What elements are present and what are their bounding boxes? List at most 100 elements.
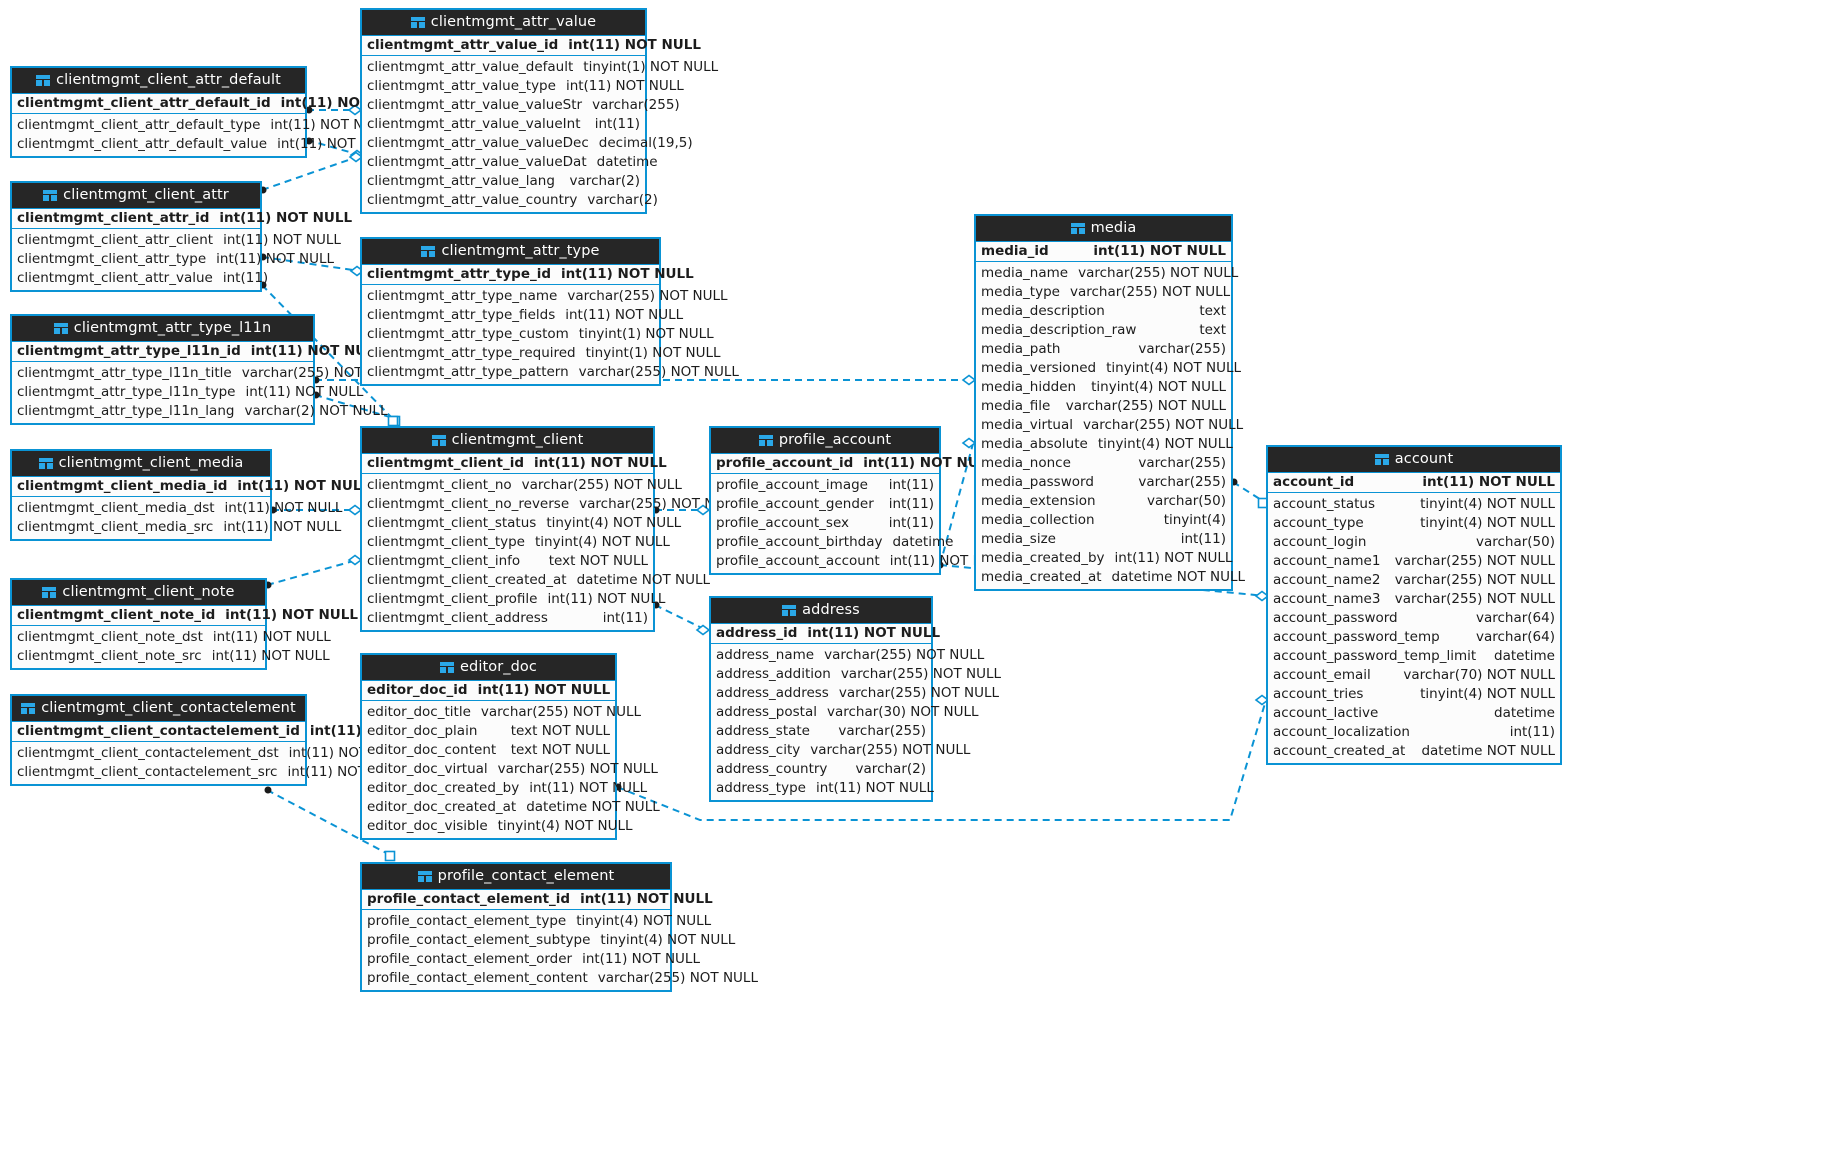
field-row[interactable]: media_absolutetinyint(4) NOT NULL	[976, 435, 1233, 454]
primary-key-row[interactable]: profile_contact_element_idint(11) NOT NU…	[362, 889, 713, 910]
field-row[interactable]: address_statevarchar(255)	[711, 722, 931, 741]
field-row[interactable]: profile_account_imageint(11)	[711, 476, 939, 495]
entity-table-clientmgmt_client[interactable]: clientmgmt_clientclientmgmt_client_idint…	[360, 426, 739, 632]
field-row[interactable]: clientmgmt_client_contactelement_srcint(…	[12, 763, 405, 782]
field-row[interactable]: clientmgmt_client_media_srcint(11) NOT N…	[12, 518, 341, 537]
field-row[interactable]: clientmgmt_client_attr_typeint(11) NOT N…	[12, 250, 334, 269]
entity-table-account[interactable]: accountaccount_idint(11) NOT NULLaccount…	[1266, 445, 1562, 765]
primary-key-row[interactable]: clientmgmt_attr_value_idint(11) NOT NULL	[362, 35, 701, 56]
entity-table-clientmgmt_client_media[interactable]: clientmgmt_client_mediaclientmgmt_client…	[10, 449, 370, 541]
entity-table-clientmgmt_attr_value[interactable]: clientmgmt_attr_valueclientmgmt_attr_val…	[360, 8, 718, 214]
field-row[interactable]: clientmgmt_attr_value_typeint(11) NOT NU…	[362, 77, 684, 96]
field-row[interactable]: profile_contact_element_contentvarchar(2…	[362, 969, 758, 988]
field-row[interactable]: account_typetinyint(4) NOT NULL	[1268, 514, 1560, 533]
field-row[interactable]: media_extensionvarchar(50)	[976, 492, 1231, 511]
field-row[interactable]: clientmgmt_attr_value_valueDecdecimal(19…	[362, 134, 693, 153]
field-row[interactable]: editor_doc_contenttext NOT NULL	[362, 741, 615, 760]
entity-table-profile_contact_element[interactable]: profile_contact_elementprofile_contact_e…	[360, 862, 758, 992]
field-row[interactable]: clientmgmt_client_typetinyint(4) NOT NUL…	[362, 533, 670, 552]
field-row[interactable]: clientmgmt_client_attr_default_typeint(1…	[12, 116, 388, 135]
entity-table-clientmgmt_client_note[interactable]: clientmgmt_client_noteclientmgmt_client_…	[10, 578, 358, 670]
field-row[interactable]: editor_doc_plaintext NOT NULL	[362, 722, 615, 741]
field-row[interactable]: media_sizeint(11)	[976, 530, 1231, 549]
field-row[interactable]: media_created_byint(11) NOT NULL	[976, 549, 1232, 568]
field-row[interactable]: editor_doc_titlevarchar(255) NOT NULL	[362, 703, 641, 722]
field-row[interactable]: media_noncevarchar(255)	[976, 454, 1231, 473]
field-row[interactable]: profile_contact_element_subtypetinyint(4…	[362, 931, 735, 950]
field-row[interactable]: media_typevarchar(255) NOT NULL	[976, 283, 1231, 302]
field-row[interactable]: clientmgmt_client_attr_clientint(11) NOT…	[12, 231, 341, 250]
primary-key-row[interactable]: clientmgmt_client_contactelement_idint(1…	[12, 721, 443, 742]
field-row[interactable]: media_collectiontinyint(4)	[976, 511, 1231, 530]
field-row[interactable]: address_addressvarchar(255) NOT NULL	[711, 684, 999, 703]
field-row[interactable]: clientmgmt_attr_value_valueIntint(11)	[362, 115, 645, 134]
primary-key-row[interactable]: clientmgmt_attr_type_l11n_idint(11) NOT …	[12, 341, 383, 362]
field-row[interactable]: clientmgmt_attr_value_defaulttinyint(1) …	[362, 58, 718, 77]
field-row[interactable]: account_passwordvarchar(64)	[1268, 609, 1560, 628]
field-row[interactable]: media_description_rawtext	[976, 321, 1231, 340]
entity-table-profile_account[interactable]: profile_accountprofile_account_idint(11)…	[709, 426, 1008, 575]
entity-table-address[interactable]: addressaddress_idint(11) NOT NULLaddress…	[709, 596, 1001, 802]
field-row[interactable]: account_loginvarchar(50)	[1268, 533, 1560, 552]
field-row[interactable]: clientmgmt_client_contactelement_dstint(…	[12, 744, 407, 763]
field-row[interactable]: editor_doc_virtualvarchar(255) NOT NULL	[362, 760, 658, 779]
field-row[interactable]: account_created_atdatetime NOT NULL	[1268, 742, 1560, 761]
field-row[interactable]: clientmgmt_attr_type_customtinyint(1) NO…	[362, 325, 714, 344]
primary-key-row[interactable]: clientmgmt_attr_type_idint(11) NOT NULL	[362, 264, 694, 285]
field-row[interactable]: media_descriptiontext	[976, 302, 1231, 321]
field-row[interactable]: clientmgmt_client_attr_default_valueint(…	[12, 135, 395, 154]
field-row[interactable]: clientmgmt_attr_value_langvarchar(2)	[362, 172, 645, 191]
field-row[interactable]: clientmgmt_client_novarchar(255) NOT NUL…	[362, 476, 682, 495]
primary-key-row[interactable]: editor_doc_idint(11) NOT NULL	[362, 680, 615, 701]
entity-table-editor_doc[interactable]: editor_doceditor_doc_idint(11) NOT NULLe…	[360, 653, 660, 840]
field-row[interactable]: address_namevarchar(255) NOT NULL	[711, 646, 984, 665]
field-row[interactable]: editor_doc_visibletinyint(4) NOT NULL	[362, 817, 633, 836]
field-row[interactable]: clientmgmt_attr_type_patternvarchar(255)…	[362, 363, 739, 382]
field-row[interactable]: address_typeint(11) NOT NULL	[711, 779, 934, 798]
primary-key-row[interactable]: clientmgmt_client_note_idint(11) NOT NUL…	[12, 605, 358, 626]
field-row[interactable]: address_countryvarchar(2)	[711, 760, 931, 779]
field-row[interactable]: media_namevarchar(255) NOT NULL	[976, 264, 1238, 283]
field-row[interactable]: media_pathvarchar(255)	[976, 340, 1231, 359]
field-row[interactable]: account_password_tempvarchar(64)	[1268, 628, 1560, 647]
field-row[interactable]: clientmgmt_client_note_srcint(11) NOT NU…	[12, 647, 330, 666]
entity-table-media[interactable]: mediamedia_idint(11) NOT NULLmedia_namev…	[974, 214, 1245, 591]
field-row[interactable]: account_triestinyint(4) NOT NULL	[1268, 685, 1560, 704]
field-row[interactable]: account_statustinyint(4) NOT NULL	[1268, 495, 1560, 514]
field-row[interactable]: media_versionedtinyint(4) NOT NULL	[976, 359, 1241, 378]
field-row[interactable]: media_passwordvarchar(255)	[976, 473, 1231, 492]
field-row[interactable]: account_name3varchar(255) NOT NULL	[1268, 590, 1560, 609]
primary-key-row[interactable]: media_idint(11) NOT NULL	[976, 241, 1231, 262]
field-row[interactable]: editor_doc_created_atdatetime NOT NULL	[362, 798, 660, 817]
entity-table-clientmgmt_client_attr_default[interactable]: clientmgmt_client_attr_defaultclientmgmt…	[10, 66, 413, 158]
primary-key-row[interactable]: clientmgmt_client_media_idint(11) NOT NU…	[12, 476, 370, 497]
field-row[interactable]: editor_doc_created_byint(11) NOT NULL	[362, 779, 647, 798]
field-row[interactable]: profile_contact_element_orderint(11) NOT…	[362, 950, 700, 969]
field-row[interactable]: clientmgmt_attr_value_valueStrvarchar(25…	[362, 96, 680, 115]
field-row[interactable]: clientmgmt_attr_value_countryvarchar(2)	[362, 191, 658, 210]
field-row[interactable]: clientmgmt_attr_type_l11n_titlevarchar(2…	[12, 364, 402, 383]
entity-table-clientmgmt_client_attr[interactable]: clientmgmt_client_attrclientmgmt_client_…	[10, 181, 352, 292]
primary-key-row[interactable]: clientmgmt_client_attr_idint(11) NOT NUL…	[12, 208, 352, 229]
field-row[interactable]: clientmgmt_client_note_dstint(11) NOT NU…	[12, 628, 331, 647]
field-row[interactable]: profile_contact_element_typetinyint(4) N…	[362, 912, 711, 931]
entity-table-clientmgmt_attr_type[interactable]: clientmgmt_attr_typeclientmgmt_attr_type…	[360, 237, 739, 386]
field-row[interactable]: clientmgmt_attr_type_requiredtinyint(1) …	[362, 344, 721, 363]
field-row[interactable]: media_virtualvarchar(255) NOT NULL	[976, 416, 1243, 435]
field-row[interactable]: clientmgmt_client_infotext NOT NULL	[362, 552, 653, 571]
field-row[interactable]: clientmgmt_client_attr_valueint(11)	[12, 269, 268, 288]
field-row[interactable]: clientmgmt_attr_type_l11n_typeint(11) NO…	[12, 383, 363, 402]
field-row[interactable]: clientmgmt_client_addressint(11)	[362, 609, 653, 628]
field-row[interactable]: clientmgmt_attr_type_fieldsint(11) NOT N…	[362, 306, 683, 325]
primary-key-row[interactable]: clientmgmt_client_attr_default_idint(11)…	[12, 93, 413, 114]
field-row[interactable]: profile_account_birthdaydatetime	[711, 533, 953, 552]
field-row[interactable]: clientmgmt_attr_value_valueDatdatetime	[362, 153, 658, 172]
primary-key-row[interactable]: clientmgmt_client_idint(11) NOT NULL	[362, 453, 667, 474]
entity-table-clientmgmt_attr_type_l11n[interactable]: clientmgmt_attr_type_l11nclientmgmt_attr…	[10, 314, 402, 425]
field-row[interactable]: media_filevarchar(255) NOT NULL	[976, 397, 1231, 416]
field-row[interactable]: clientmgmt_client_created_atdatetime NOT…	[362, 571, 710, 590]
field-row[interactable]: account_emailvarchar(70) NOT NULL	[1268, 666, 1560, 685]
primary-key-row[interactable]: account_idint(11) NOT NULL	[1268, 472, 1560, 493]
field-row[interactable]: clientmgmt_client_no_reversevarchar(255)…	[362, 495, 739, 514]
field-row[interactable]: address_additionvarchar(255) NOT NULL	[711, 665, 1001, 684]
